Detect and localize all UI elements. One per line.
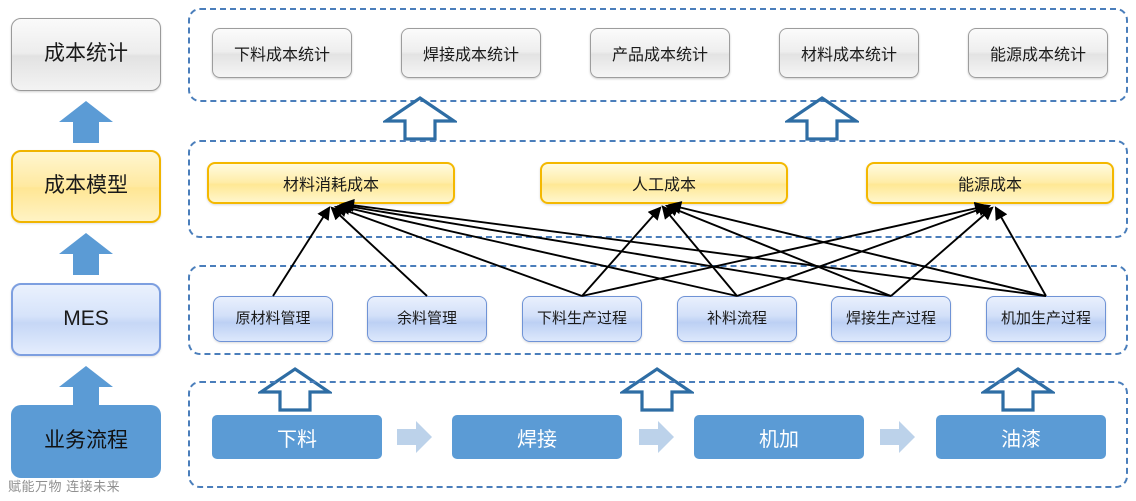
- mes-box-label: 下料生产过程: [536, 309, 627, 327]
- layer-label: 成本模型: [44, 174, 128, 198]
- flow-arrow-1: [397, 420, 433, 454]
- model-box-energy[interactable]: 能源成本: [866, 162, 1114, 204]
- flow-box-label: 机加: [759, 428, 799, 451]
- mes-box-label: 原材料管理: [235, 309, 311, 327]
- arrow-model-to-stat-left: [383, 95, 457, 141]
- mes-box-label: 焊接生产过程: [845, 309, 936, 327]
- layer-cost-statistics[interactable]: 成本统计: [11, 18, 161, 91]
- stat-box-label: 能源成本统计: [989, 47, 1086, 64]
- stat-box-label: 材料成本统计: [800, 47, 897, 64]
- model-box-label: 能源成本: [957, 177, 1022, 194]
- model-box-labor[interactable]: 人工成本: [540, 162, 788, 204]
- model-box-material-consumption[interactable]: 材料消耗成本: [207, 162, 455, 204]
- arrow-flow-to-mes-1: [258, 366, 332, 412]
- arrow-mes-to-model: [58, 232, 114, 276]
- flow-box-label: 焊接: [517, 428, 557, 451]
- layer-label: 业务流程: [44, 429, 128, 453]
- layer-label: 成本统计: [44, 42, 128, 66]
- stat-box-chanpin[interactable]: 产品成本统计: [590, 28, 730, 78]
- flow-arrow-3: [880, 420, 916, 454]
- flow-arrow-2: [639, 420, 675, 454]
- flow-box-machining[interactable]: 机加: [694, 415, 864, 459]
- layer-mes[interactable]: MES: [11, 283, 161, 356]
- flow-box-label: 下料: [277, 428, 317, 451]
- stat-box-label: 焊接成本统计: [422, 47, 519, 64]
- mes-box-machining-process[interactable]: 机加生产过程: [986, 296, 1106, 342]
- mes-box-welding-process[interactable]: 焊接生产过程: [831, 296, 951, 342]
- watermark-text: 赋能万物 连接未来: [8, 479, 121, 494]
- flow-box-painting[interactable]: 油漆: [936, 415, 1106, 459]
- flow-box-label: 油漆: [1001, 428, 1041, 451]
- model-box-label: 人工成本: [631, 177, 696, 194]
- mes-box-label: 机加生产过程: [1000, 309, 1091, 327]
- arrow-flow-to-mes-2: [620, 366, 694, 412]
- layer-label: MES: [63, 307, 109, 331]
- mes-box-raw-material[interactable]: 原材料管理: [213, 296, 333, 342]
- stat-box-hanjie[interactable]: 焊接成本统计: [401, 28, 541, 78]
- mes-box-surplus-material[interactable]: 余料管理: [367, 296, 487, 342]
- layer-cost-model[interactable]: 成本模型: [11, 150, 161, 223]
- stat-box-xialiao[interactable]: 下料成本统计: [212, 28, 352, 78]
- layer-business-flow[interactable]: 业务流程: [11, 405, 161, 478]
- flow-box-welding[interactable]: 焊接: [452, 415, 622, 459]
- group-cost-statistics: [188, 8, 1128, 102]
- stat-box-label: 产品成本统计: [611, 47, 708, 64]
- model-box-label: 材料消耗成本: [282, 177, 379, 194]
- mes-box-label: 补料流程: [706, 309, 767, 327]
- arrow-model-to-stat-right: [785, 95, 859, 141]
- stat-box-label: 下料成本统计: [233, 47, 330, 64]
- arrow-model-to-statistics: [58, 100, 114, 144]
- mes-box-label: 余料管理: [396, 309, 457, 327]
- flow-box-cutting[interactable]: 下料: [212, 415, 382, 459]
- mes-box-replenish-process[interactable]: 补料流程: [677, 296, 797, 342]
- group-business-flow: [188, 381, 1128, 488]
- stat-box-cailiao[interactable]: 材料成本统计: [779, 28, 919, 78]
- arrow-flow-to-mes-3: [981, 366, 1055, 412]
- stat-box-nengyuan[interactable]: 能源成本统计: [968, 28, 1108, 78]
- arrow-business-to-mes: [58, 365, 114, 409]
- mes-box-cutting-process[interactable]: 下料生产过程: [522, 296, 642, 342]
